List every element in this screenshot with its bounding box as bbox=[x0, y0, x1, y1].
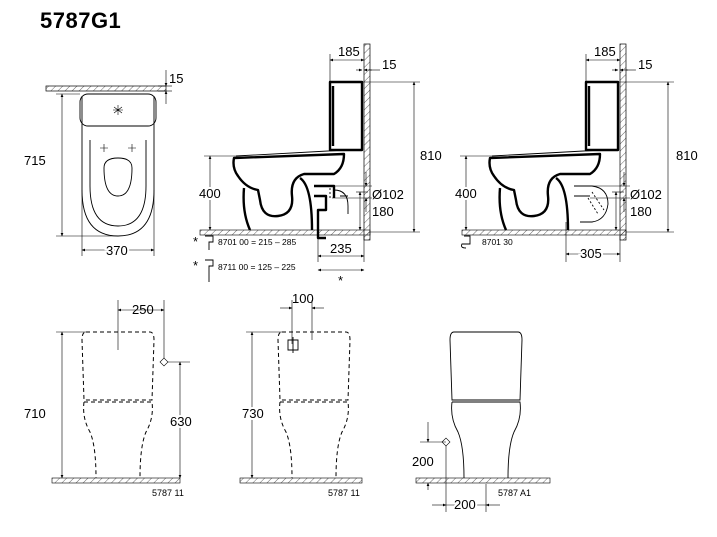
dim-top-715: 715 bbox=[24, 153, 46, 168]
dim-top-370: 370 bbox=[106, 243, 128, 258]
side1-note1: 8701 00 = 215 – 285 bbox=[218, 237, 296, 247]
top-view-wall bbox=[45, 85, 167, 92]
side-view-2: 185 15 810 400 Ø102 180 305 8701 30 bbox=[453, 43, 698, 263]
side2-bowl bbox=[488, 152, 602, 218]
front1-dim-710: 710 bbox=[24, 406, 46, 421]
front3-bowl bbox=[451, 401, 521, 479]
side1-note2: 8711 00 = 125 – 225 bbox=[218, 262, 296, 272]
top-view-fixing-left-icon bbox=[100, 144, 108, 152]
front1-tank bbox=[81, 331, 155, 401]
front3-tank bbox=[449, 331, 523, 401]
front1-code: 5787 11 bbox=[152, 488, 184, 498]
side2-code-icon bbox=[461, 235, 471, 249]
side1-wall bbox=[363, 43, 371, 241]
front2-dim-730: 730 bbox=[242, 406, 264, 421]
top-view-bowl-inner bbox=[103, 157, 133, 197]
top-view-bowl-outline bbox=[81, 96, 155, 237]
front1-dim-630: 630 bbox=[170, 414, 192, 429]
side1-dim-400: 400 bbox=[199, 186, 221, 201]
side1-dim-15: 15 bbox=[382, 57, 396, 72]
side2-seat bbox=[491, 149, 603, 157]
front-view-1: 250 710 630 5787 11 bbox=[24, 300, 194, 498]
side-view-1: 185 15 810 400 Ø102 180 235 * * bbox=[193, 43, 442, 288]
front3-code: 5787 A1 bbox=[498, 488, 531, 498]
front3-floor bbox=[415, 477, 551, 484]
side1-seat bbox=[235, 149, 347, 157]
front3-dim-200-vertical: 200 bbox=[412, 454, 434, 469]
side1-connector-hatch bbox=[320, 185, 331, 198]
front2-inlet-icon bbox=[287, 337, 299, 353]
side2-wall bbox=[619, 43, 627, 241]
side1-note2-asterisk: * bbox=[193, 258, 198, 273]
drawing-title: 5787G1 bbox=[40, 8, 122, 33]
side2-tank bbox=[584, 80, 620, 152]
front2-floor bbox=[239, 477, 363, 484]
side1-dim-180: 180 bbox=[372, 204, 394, 219]
front2-tank bbox=[277, 331, 351, 401]
side2-outlet-bend bbox=[574, 185, 609, 223]
side2-dim-dia: Ø102 bbox=[630, 187, 662, 202]
side2-code: 8701 30 bbox=[482, 237, 513, 247]
side2-dim-180: 180 bbox=[630, 204, 652, 219]
side2-dim-810: 810 bbox=[676, 148, 698, 163]
side2-dim-15: 15 bbox=[638, 57, 652, 72]
side2-floor bbox=[461, 229, 627, 236]
front-view-2: 100 730 5787 11 bbox=[239, 291, 363, 498]
side1-dim-235: 235 bbox=[330, 241, 352, 256]
front3-inlet-icon bbox=[441, 437, 451, 447]
front1-bowl bbox=[83, 401, 153, 479]
top-view-seat bbox=[89, 140, 147, 227]
side1-dim-810: 810 bbox=[420, 148, 442, 163]
side2-dim-400: 400 bbox=[455, 186, 477, 201]
front-view-3: 200 200 5787 A1 bbox=[412, 331, 551, 514]
front1-floor bbox=[51, 477, 181, 484]
side1-note1-asterisk: * bbox=[193, 234, 198, 249]
front1-dim-250: 250 bbox=[132, 302, 154, 317]
side1-note2-icon bbox=[205, 259, 214, 282]
top-view-fixing-right-icon bbox=[128, 144, 136, 152]
front3-dim-200-horizontal: 200 bbox=[454, 497, 476, 512]
top-view-tank bbox=[79, 93, 157, 127]
side1-note1-icon bbox=[205, 235, 214, 250]
front2-bowl bbox=[279, 401, 349, 479]
front2-code: 5787 11 bbox=[328, 488, 360, 498]
side1-floor bbox=[199, 229, 371, 236]
side1-asterisk-bottom: * bbox=[338, 273, 343, 288]
side2-dim-185: 185 bbox=[594, 44, 616, 59]
side2-dim-305: 305 bbox=[580, 246, 602, 261]
top-view-flush-button-icon bbox=[113, 105, 123, 115]
side1-tank bbox=[328, 80, 364, 152]
front2-dim-100: 100 bbox=[292, 291, 314, 306]
dim-top-15: 15 bbox=[169, 71, 183, 86]
top-view: 15 715 370 bbox=[24, 70, 183, 260]
front1-inlet-icon bbox=[159, 357, 169, 367]
side1-foot bbox=[242, 177, 314, 231]
side2-foot bbox=[498, 177, 570, 231]
side1-dim-dia: Ø102 bbox=[372, 187, 404, 202]
side1-bowl bbox=[232, 152, 346, 218]
side2-pipe-hatch bbox=[587, 191, 605, 215]
side1-pipe-bend bbox=[333, 189, 349, 214]
side1-dim-185: 185 bbox=[338, 44, 360, 59]
